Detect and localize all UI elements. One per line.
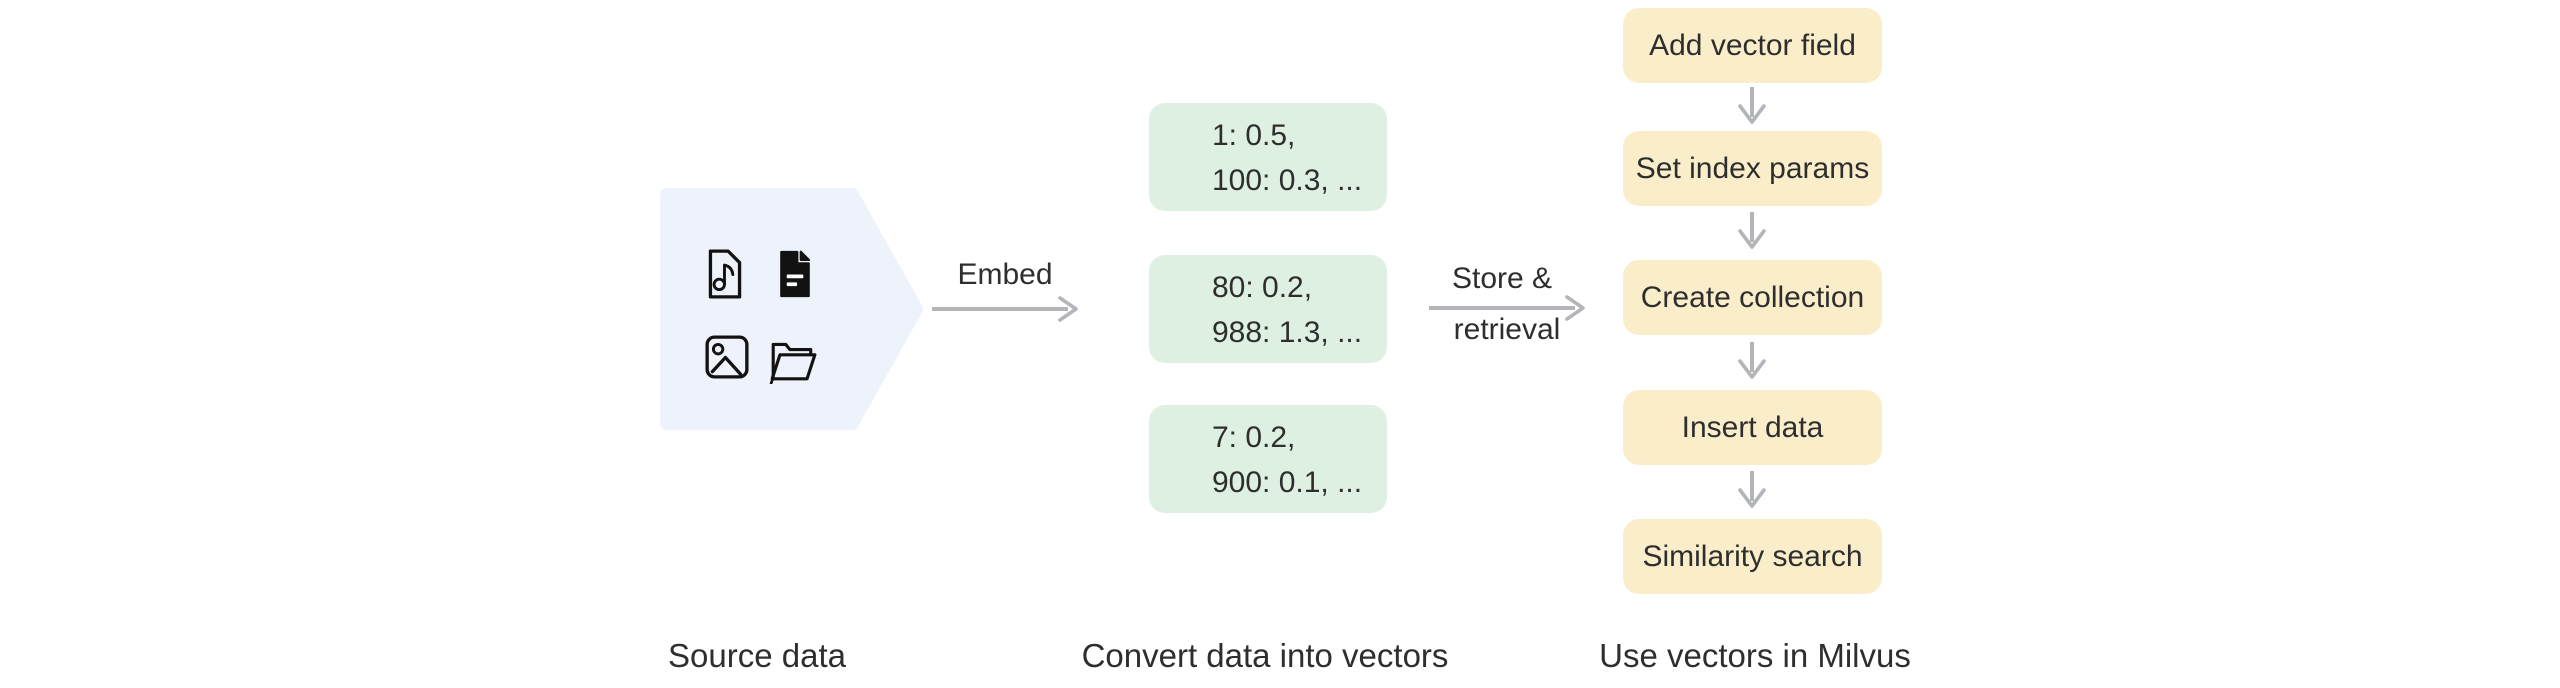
- caption-source-data: Source data: [668, 637, 846, 674]
- step-label: Create collection: [1640, 280, 1865, 314]
- vector-box-2-line-2: 988: 1.3, ...: [1212, 316, 1363, 349]
- step-label: Insert data: [1681, 410, 1824, 444]
- step-add-vector-field: Add vector field: [1623, 8, 1882, 83]
- embed-arrow-label: Embed: [957, 258, 1053, 291]
- step-label: Set index params: [1635, 151, 1870, 185]
- vector-box-1: 1: 0.5, 100: 0.3, ...: [1149, 103, 1387, 211]
- arrow-down-icon: [1738, 212, 1766, 249]
- vector-box-3: 7: 0.2, 900: 0.1, ...: [1149, 405, 1387, 513]
- step-create-collection: Create collection: [1623, 260, 1882, 335]
- image-icon: [705, 335, 749, 379]
- vector-box-1-line-1: 1: 0.5,: [1212, 119, 1296, 152]
- step-set-index-params: Set index params: [1623, 131, 1882, 206]
- step-label: Similarity search: [1642, 539, 1863, 573]
- arrow-right-icon: [932, 296, 1078, 322]
- arrow-down-icon: [1738, 87, 1766, 124]
- music-file-icon: [708, 249, 742, 299]
- document-icon: [780, 250, 811, 298]
- step-similarity-search: Similarity search: [1623, 519, 1882, 594]
- vector-box-1-line-2: 100: 0.3, ...: [1212, 164, 1363, 197]
- store-arrow-label-line1: Store &: [1451, 262, 1553, 295]
- source-data-shape: [660, 188, 923, 430]
- vector-box-3-line-1: 7: 0.2,: [1212, 421, 1296, 454]
- folder-icon: [769, 342, 817, 384]
- step-label: Add vector field: [1649, 28, 1856, 62]
- step-insert-data: Insert data: [1623, 390, 1882, 465]
- vector-box-2-line-1: 80: 0.2,: [1212, 271, 1313, 304]
- arrow-right-icon: [1429, 295, 1585, 321]
- vector-box-2: 80: 0.2, 988: 1.3, ...: [1149, 255, 1387, 363]
- vector-box-3-line-2: 900: 0.1, ...: [1212, 466, 1363, 499]
- arrow-down-icon: [1738, 342, 1766, 379]
- caption-use-vectors: Use vectors in Milvus: [1599, 637, 1911, 674]
- store-arrow-label-line2: retrieval: [1453, 313, 1561, 346]
- caption-convert-data: Convert data into vectors: [1081, 637, 1449, 674]
- arrow-down-icon: [1738, 471, 1766, 508]
